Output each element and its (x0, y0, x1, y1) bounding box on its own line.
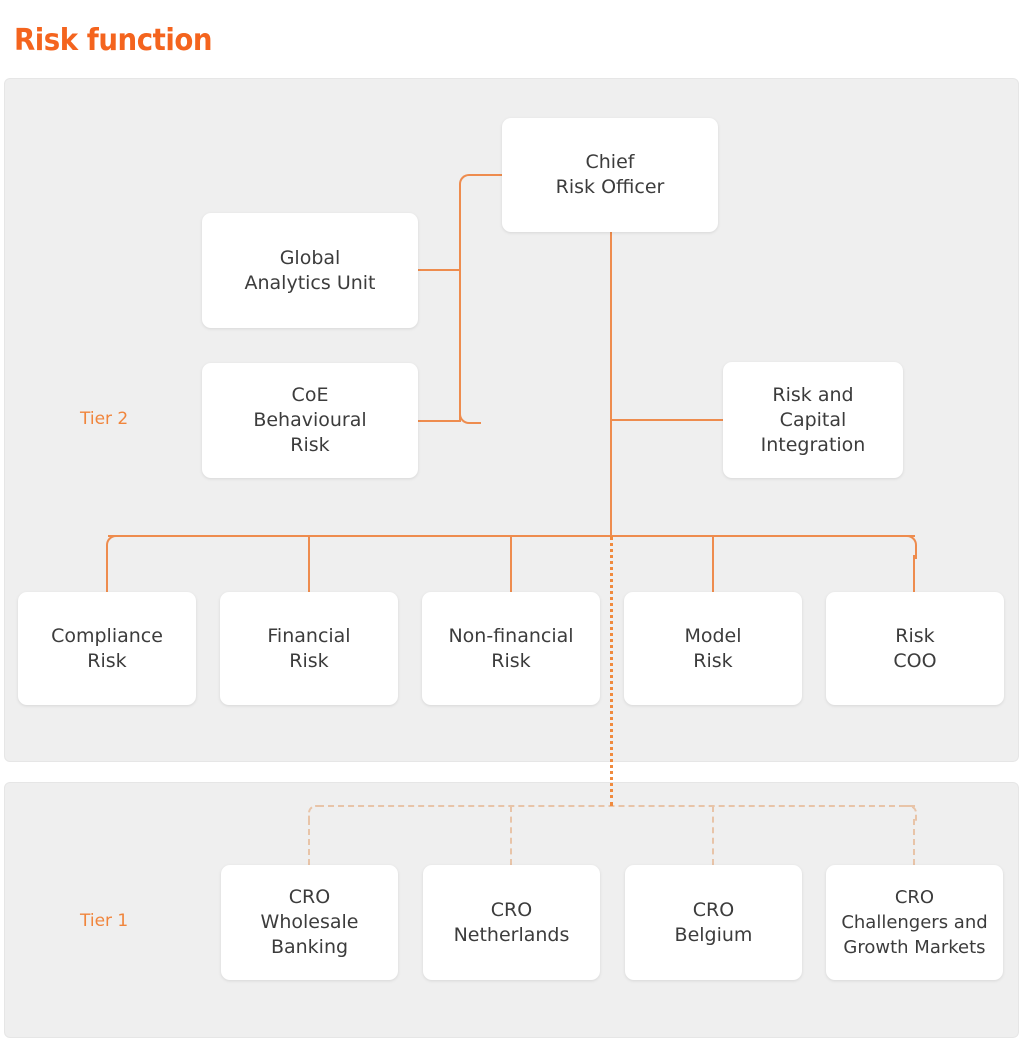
connector-to-risk-capital-integration (611, 419, 724, 421)
node-label: Non-financial Risk (448, 624, 574, 672)
node-label: Chief Risk Officer (555, 151, 665, 198)
connector-to-global-analytics (417, 269, 460, 271)
connector-left-spine (459, 194, 461, 422)
connector-drop-cro-challengers (913, 819, 915, 865)
connector-tier1-bus-left-elbow (308, 805, 322, 823)
tier2-label: Tier 2 (80, 409, 129, 429)
node-cro-netherlands[interactable]: CRO Netherlands (423, 865, 600, 980)
connector-coe-elbow (459, 400, 481, 424)
node-label: Compliance Risk (51, 624, 163, 672)
connector-drop-compliance (106, 555, 108, 594)
node-cro-belgium[interactable]: CRO Belgium (625, 865, 802, 980)
connector-bus-right-elbow (901, 535, 917, 559)
connector-bus-left-elbow (106, 535, 122, 559)
node-label: Risk COO (893, 624, 937, 672)
node-compliance-risk[interactable]: Compliance Risk (18, 592, 196, 705)
node-non-financial-risk[interactable]: Non-financial Risk (422, 592, 600, 705)
node-global-analytics-unit[interactable]: Global Analytics Unit (202, 213, 418, 328)
node-label: CRO Belgium (674, 898, 753, 946)
node-financial-risk[interactable]: Financial Risk (220, 592, 398, 705)
node-coe-behavioural-risk[interactable]: CoE Behavioural Risk (202, 363, 418, 478)
connector-cro-left-elbow (459, 174, 505, 198)
node-label: CoE Behavioural Risk (253, 384, 367, 456)
connector-tier1-bus-right-elbow (903, 805, 917, 823)
node-label: Risk and Capital Integration (760, 383, 866, 456)
node-risk-and-capital-integration[interactable]: Risk and Capital Integration (723, 362, 903, 478)
connector-cro-trunk (610, 231, 612, 537)
connector-drop-cro-netherlands (510, 806, 512, 865)
node-label: Financial Risk (267, 624, 351, 672)
node-cro-challengers-growth-markets[interactable]: CRO Challengers and Growth Markets (826, 865, 1003, 980)
connector-to-coe-behavioural (417, 420, 461, 422)
connector-drop-model (712, 536, 714, 594)
connector-drop-financial (308, 536, 310, 594)
node-cro-wholesale-banking[interactable]: CRO Wholesale Banking (221, 865, 398, 980)
node-label: CRO Netherlands (453, 898, 570, 946)
node-label: Model Risk (684, 624, 742, 672)
connector-dotted-trunk-to-tier1 (610, 536, 613, 806)
connector-drop-cro-belgium (712, 806, 714, 865)
connector-drop-cro-wholesale-banking (308, 819, 310, 865)
page-title: Risk function (14, 23, 213, 58)
node-label: CRO Challengers and Growth Markets (841, 887, 988, 958)
connector-drop-risk-coo (913, 555, 915, 594)
node-label: Global Analytics Unit (244, 246, 376, 294)
node-chief-risk-officer[interactable]: Chief Risk Officer (502, 118, 718, 232)
node-model-risk[interactable]: Model Risk (624, 592, 802, 705)
connector-drop-nonfinancial (510, 536, 512, 594)
connector-tier1-bus (318, 805, 915, 807)
tier1-label: Tier 1 (80, 911, 129, 931)
node-label: CRO Wholesale Banking (260, 886, 359, 958)
node-risk-coo[interactable]: Risk COO (826, 592, 1004, 705)
